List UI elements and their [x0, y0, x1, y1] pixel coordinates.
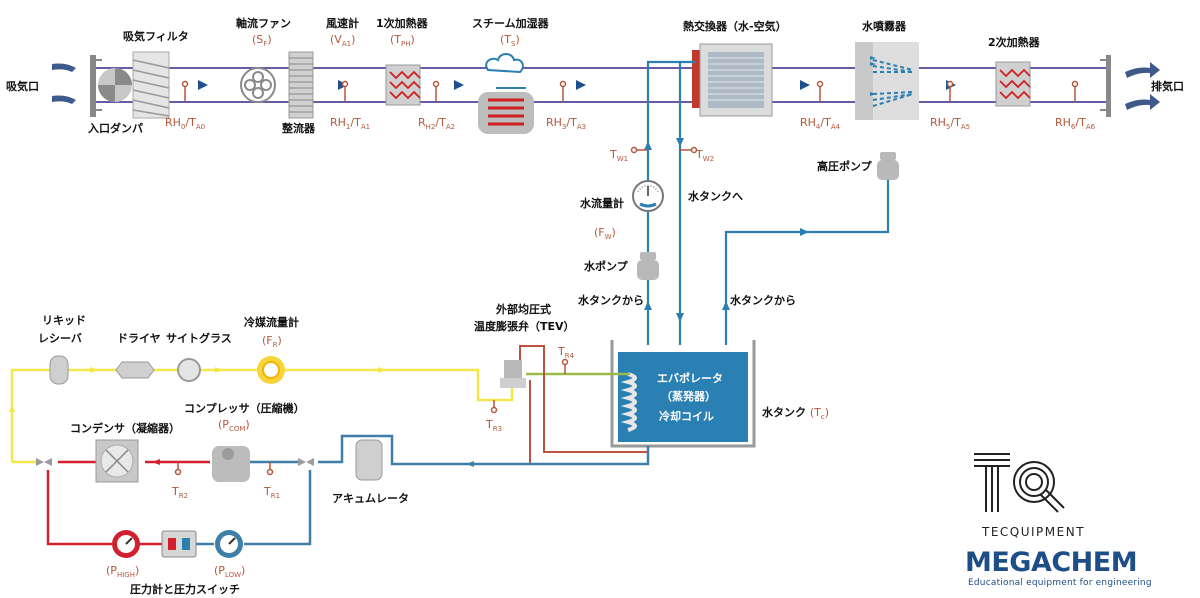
water-pump	[637, 252, 659, 280]
suction-arrows	[466, 461, 474, 467]
liquid-receiver-label-2: レシーバ	[38, 332, 82, 345]
high-pressure-pump	[877, 152, 899, 180]
reheater	[995, 61, 1031, 107]
water-sprayer-label: 水噴霧器	[862, 20, 906, 33]
to-tank-label: 水タンクへ	[688, 190, 743, 203]
megachem-tagline: Educational equipment for engineering	[968, 578, 1152, 588]
duct-sensor-probes	[181, 80, 1079, 102]
intake-filter-label: 吸気フィルタ	[123, 30, 189, 43]
hot-gas-line	[46, 460, 210, 546]
high-pressure-gauge	[112, 530, 140, 558]
accumulator-label: アキュムレータ	[332, 492, 409, 505]
sensor-rh6-ta6: RH6/TA6	[1055, 116, 1096, 132]
sensor-tw2: TW2	[696, 148, 715, 164]
steam-humidifier-label: スチーム加湿器	[472, 17, 549, 30]
liquid-receiver	[49, 355, 69, 385]
steam-symbol: (TS)	[500, 33, 520, 49]
heat-exchanger-label: 熱交換器（水-空気）	[683, 20, 787, 33]
intake-filter	[132, 51, 170, 119]
tev-label-line2: 温度膨張弁（TEV）	[474, 320, 575, 333]
water-flow-meter-label: 水流量計	[580, 197, 624, 210]
tecquipment-logo-mark	[974, 453, 1065, 513]
preheater	[385, 64, 421, 106]
refrigerant-flow-meter	[257, 356, 285, 384]
sensor-rh4-ta4: RH4/TA4	[800, 116, 841, 132]
evaporator-label-3: 冷却コイル	[659, 410, 714, 423]
anemometer-symbol: (VA1)	[330, 33, 356, 49]
sensor-tw1: TW1	[610, 148, 629, 164]
liquid-receiver-label-1: リキッド	[42, 314, 86, 327]
liquid-line-arrows	[9, 367, 386, 412]
service-valves	[36, 458, 314, 466]
liquid-line	[10, 368, 514, 464]
tev-valve	[500, 360, 526, 388]
sight-glass	[177, 358, 201, 382]
flow-straightener	[288, 51, 314, 119]
compressor	[212, 446, 250, 482]
phigh-symbol: (PHIGH)	[106, 564, 140, 580]
air-outlet-label: 排気口	[1151, 80, 1184, 93]
sensor-rh5-ta5: RH5/TA5	[930, 116, 971, 132]
inlet-damper-label: 入口ダンパ	[88, 122, 143, 135]
fw-symbol: (FW)	[594, 226, 616, 242]
condenser-label: コンデンサ（凝縮器）	[70, 422, 180, 435]
sensor-rh0-ta0: RH0/TA0	[165, 116, 206, 132]
fr-symbol: (FR)	[262, 334, 282, 350]
megachem-logo-text: MEGACHEM	[965, 547, 1138, 578]
flow-straightener-label: 整流器	[282, 122, 315, 135]
low-pressure-gauge	[215, 530, 243, 558]
dryer-label: ドライヤ	[117, 332, 161, 345]
sensor-tr1: TR1	[264, 485, 281, 501]
water-flow-arrows	[644, 138, 809, 322]
air-inlet-label: 吸気口	[6, 80, 39, 93]
outlet-grille	[1100, 55, 1111, 117]
from-tank-label-2: 水タンクから	[730, 294, 796, 307]
refrigerant-temp-probes	[174, 358, 569, 476]
air-inlet-arrows	[52, 62, 1160, 110]
accumulator	[355, 439, 383, 481]
condenser	[95, 439, 139, 483]
sensor-tr2: TR2	[172, 485, 189, 501]
axial-fan	[240, 67, 276, 103]
hot-gas-arrows	[152, 459, 160, 465]
preheater-label: 1次加熱器	[376, 17, 428, 30]
sensor-rh2-ta2: RH2/TA2	[418, 116, 456, 132]
preheater-symbol: (TPH)	[390, 33, 415, 49]
water-tank	[610, 340, 756, 448]
inlet-damper	[90, 55, 132, 117]
water-flow-meter	[632, 180, 664, 212]
fan-symbol: (SF)	[252, 33, 272, 49]
anemometer-label: 風速計	[326, 17, 359, 30]
pressure-switch	[161, 530, 197, 558]
reheater-label: 2次加熱器	[988, 36, 1040, 49]
sensor-tr3: TR3	[486, 418, 503, 434]
equalizer-line	[519, 345, 648, 464]
sensor-tr4: TR4	[558, 345, 575, 361]
sight-glass-label: サイトグラス	[166, 332, 232, 345]
refrigerant-flow-meter-label: 冷媒流量計	[244, 316, 299, 329]
water-temp-probes	[630, 146, 698, 154]
pcom-symbol: (PCOM)	[218, 418, 250, 434]
hp-pump-label: 高圧ポンプ	[817, 160, 872, 173]
water-pump-label: 水ポンプ	[584, 260, 628, 273]
axial-fan-label: 軸流ファン	[236, 17, 291, 30]
dryer	[115, 361, 155, 379]
plow-symbol: (PLOW)	[214, 564, 246, 580]
evaporator-label-1: エバポレータ	[657, 372, 723, 385]
steam-humidifier	[478, 53, 534, 134]
evaporator-label-2: （蒸発器）	[661, 390, 716, 403]
sensor-rh1-ta1: RH1/TA1	[330, 116, 371, 132]
tecquipment-logo-text: TECQUIPMENT	[982, 525, 1086, 539]
heat-exchanger	[692, 43, 773, 117]
water-tank-label: 水タンク (Tc)	[762, 406, 830, 422]
water-sprayer	[855, 42, 919, 120]
tev-label-line1: 外部均圧式	[496, 303, 551, 316]
compressor-label: コンプレッサ（圧縮機）	[184, 402, 305, 415]
pressure-switch-label: 圧力計と圧力スイッチ	[130, 583, 240, 596]
suction-line	[196, 434, 650, 546]
sensor-rh3-ta3: RH3/TA3	[546, 116, 587, 132]
from-tank-label-1: 水タンクから	[578, 294, 644, 307]
